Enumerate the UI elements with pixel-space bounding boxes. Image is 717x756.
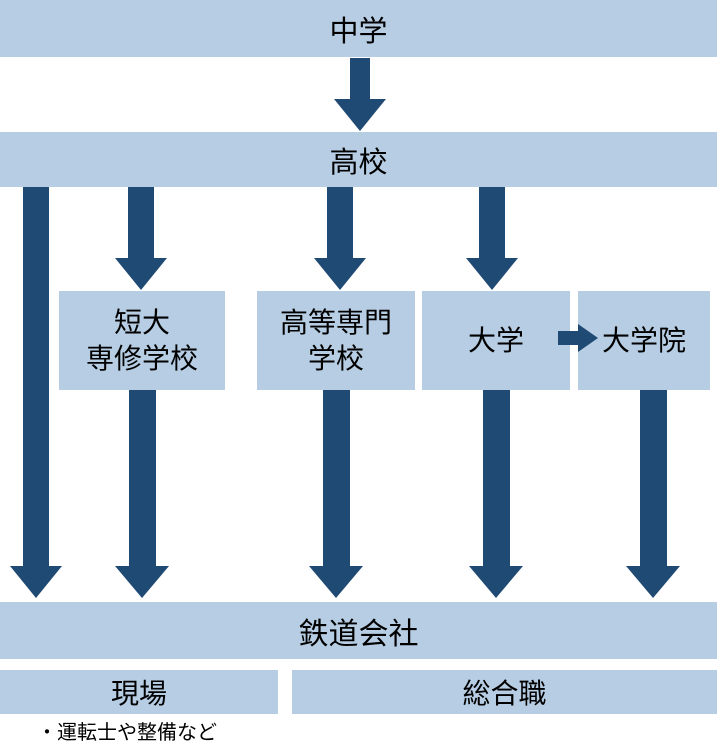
- field-work-label: 現場: [110, 677, 167, 710]
- arrow-stem: [558, 331, 578, 345]
- arrow-stem: [128, 187, 154, 258]
- arrow-head: [115, 566, 169, 598]
- grad-school-box: 大学院: [578, 291, 710, 390]
- high-school-bar: 高校: [0, 132, 717, 187]
- arrow-head: [115, 258, 167, 290]
- arrow-stem: [128, 390, 156, 566]
- kosen-box: 高等専門 学校: [257, 291, 415, 390]
- university-box: 大学: [422, 291, 570, 390]
- arrow-head: [10, 566, 62, 598]
- junior-high-label: 中学: [329, 13, 388, 48]
- career-track-bar: 総合職: [292, 670, 717, 714]
- field-work-bar: 現場: [0, 670, 278, 714]
- railway-company-bar: 鉄道会社: [0, 602, 717, 659]
- arrow-head: [578, 324, 598, 352]
- high-school-label: 高校: [329, 144, 388, 179]
- junior-high-bar: 中学: [0, 0, 717, 57]
- railway-company-label: 鉄道会社: [298, 616, 419, 652]
- arrow-high-school-to-tandai-icon: [115, 187, 167, 290]
- arrow-stem: [482, 390, 510, 566]
- arrow-junior-high-to-high-school-icon: [334, 58, 386, 131]
- university-label: 大学: [467, 323, 524, 357]
- arrow-grad-school-to-railway-icon: [626, 390, 680, 598]
- career-track-label: 総合職: [462, 677, 547, 710]
- arrow-university-to-railway-icon: [469, 390, 523, 598]
- arrow-head: [314, 258, 366, 290]
- arrow-head: [334, 99, 386, 131]
- arrow-high-school-to-university-icon: [466, 187, 518, 290]
- arrow-tandai-to-railway-icon: [115, 390, 169, 598]
- arrow-stem: [327, 187, 353, 258]
- arrow-stem: [322, 390, 350, 566]
- tandai-box: 短大 専修学校: [59, 291, 225, 390]
- arrow-kosen-to-railway-icon: [309, 390, 363, 598]
- kosen-label-line1: 高等専門: [279, 305, 392, 339]
- arrow-stem: [639, 390, 667, 566]
- kosen-label-line2: 学校: [307, 341, 364, 375]
- arrow-high-school-to-kosen-icon: [314, 187, 366, 290]
- arrow-stem: [23, 187, 49, 566]
- arrow-stem: [350, 58, 370, 99]
- arrow-stem: [479, 187, 505, 258]
- arrow-head: [309, 566, 363, 598]
- arrow-head: [626, 566, 680, 598]
- arrow-university-to-grad-school-icon: [558, 324, 598, 352]
- tandai-label-line2: 専修学校: [85, 341, 198, 375]
- tandai-label-line1: 短大: [113, 305, 170, 339]
- arrow-head: [469, 566, 523, 598]
- grad-school-label: 大学院: [601, 323, 686, 357]
- arrow-head: [466, 258, 518, 290]
- arrow-high-school-to-railway-icon: [10, 187, 62, 598]
- footnote: ・運転士や整備など: [37, 720, 217, 744]
